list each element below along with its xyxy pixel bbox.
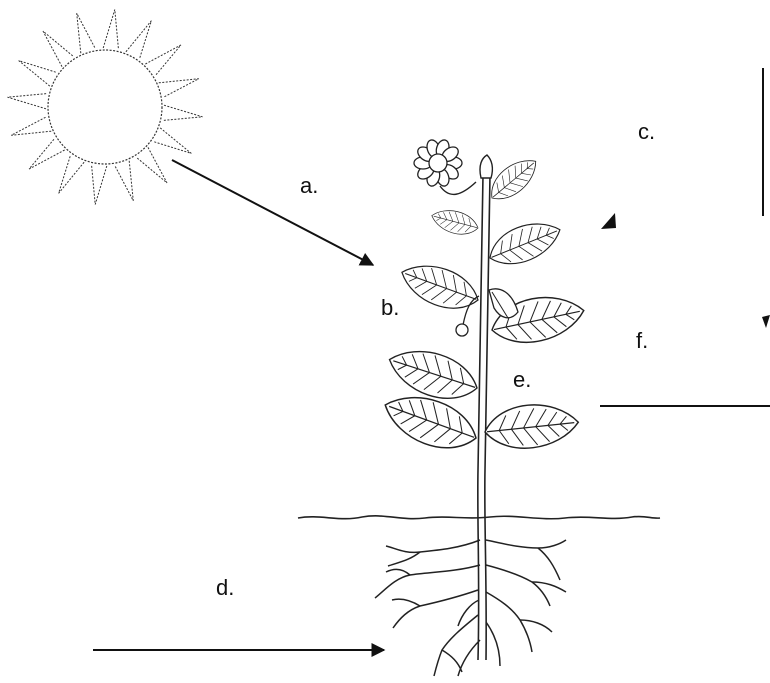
sun-ray <box>126 21 151 59</box>
arrowhead-f <box>762 315 770 328</box>
sun-icon <box>8 10 203 205</box>
sun-ray <box>162 105 202 120</box>
sun-ray <box>103 10 118 50</box>
label-a: a. <box>300 175 318 197</box>
soil-line <box>298 516 660 519</box>
sun-ray <box>43 31 74 67</box>
root-icon <box>375 540 566 676</box>
sun-ray <box>159 79 199 98</box>
arrowhead-c <box>601 213 616 229</box>
label-b: b. <box>381 297 399 319</box>
label-f: f. <box>636 330 648 352</box>
arrow-a <box>172 160 373 265</box>
sun-ray <box>8 94 48 109</box>
label-d: d. <box>216 577 234 599</box>
flower-icon <box>414 138 476 194</box>
sun-ray <box>115 161 134 201</box>
sun-ray <box>29 138 65 169</box>
sun-ray <box>92 164 107 204</box>
sun-ray <box>11 117 51 136</box>
sun-ray <box>136 147 167 183</box>
sun-ray <box>19 61 57 87</box>
label-e: e. <box>513 369 531 391</box>
sun-ray <box>153 128 191 153</box>
label-c: c. <box>638 121 655 143</box>
plant-icon <box>375 138 588 676</box>
sun-ray <box>77 13 96 53</box>
sun-ray <box>59 155 85 193</box>
sun-ray <box>145 45 181 76</box>
